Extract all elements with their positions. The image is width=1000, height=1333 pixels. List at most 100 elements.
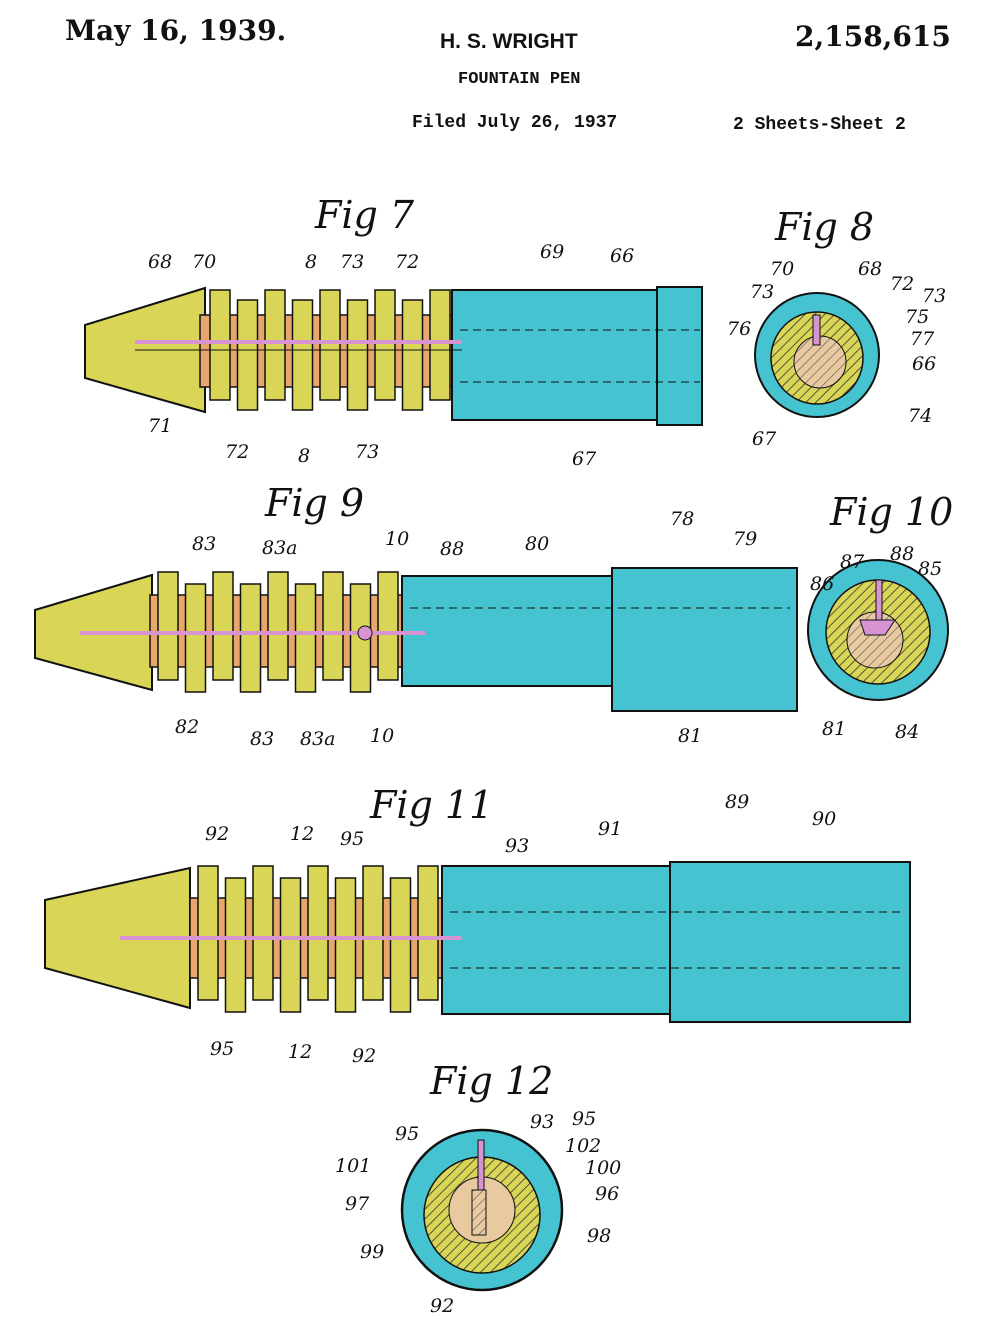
- comb-fin: [319, 289, 341, 401]
- reference-numeral: 66: [912, 353, 936, 375]
- figure-9: Fig 9 83 83a 10 88 80 78 79 82 83 83a 10…: [34, 481, 798, 750]
- reference-numeral: 82: [175, 716, 199, 738]
- reference-numeral: 83a: [262, 537, 298, 559]
- barrel: [451, 289, 658, 421]
- figure-9-title: Fig 9: [264, 481, 364, 525]
- figure-10-title: Fig 10: [829, 490, 953, 534]
- reference-numeral: 93: [505, 835, 529, 857]
- reference-numeral: 86: [810, 573, 834, 595]
- comb-fin: [209, 289, 231, 401]
- comb-fin: [239, 583, 262, 693]
- reference-numeral: 102: [565, 1135, 601, 1157]
- reference-numeral: 95: [572, 1108, 596, 1130]
- reference-numeral: 89: [725, 791, 749, 813]
- comb-fin: [374, 289, 396, 401]
- reference-numeral: 69: [540, 241, 564, 263]
- reference-numeral: 81: [822, 718, 846, 740]
- reference-numeral: 67: [752, 428, 777, 450]
- barrel-cap: [656, 286, 703, 426]
- patent-number: 2,158,615: [795, 20, 951, 53]
- comb-fin: [224, 877, 247, 1013]
- comb-fin: [389, 877, 412, 1013]
- reference-numeral: 68: [858, 258, 882, 280]
- fins: [157, 571, 399, 693]
- figure-7: Fig 7 68 70 8 73 72 69 66 71 72 8 73 67: [84, 193, 703, 470]
- comb-fin: [252, 865, 274, 1001]
- issue-date: May 16, 1939.: [65, 14, 287, 47]
- reference-numeral: 93: [530, 1111, 554, 1133]
- reference-numeral: 90: [812, 808, 836, 830]
- reference-numeral: 83: [250, 728, 274, 750]
- comb-fin: [197, 865, 219, 1001]
- comb-fin: [212, 571, 234, 681]
- barrel-cap: [669, 861, 911, 1023]
- inventor-name: H. S. WRIGHT: [440, 30, 578, 53]
- barrel: [401, 575, 615, 687]
- reference-numeral: 76: [727, 318, 751, 340]
- figure-10: Fig 10 86 87 88 85 81 84: [807, 490, 953, 743]
- reference-numeral: 73: [340, 251, 364, 273]
- reference-numeral: 75: [905, 306, 929, 328]
- comb-fin: [377, 571, 399, 681]
- figure-12: Fig 12 93 95 95 102 101 100 97 96 99 98 …: [335, 1059, 621, 1317]
- figure-8: Fig 8 70 68 72 73 73 75 76 77 66 74 67: [727, 205, 946, 450]
- reference-numeral: 79: [733, 528, 757, 550]
- reference-numeral: 66: [610, 245, 634, 267]
- comb-fin: [294, 583, 317, 693]
- reference-numeral: 99: [360, 1241, 384, 1263]
- figure-8-title: Fig 8: [774, 205, 874, 249]
- reference-numeral: 73: [922, 285, 946, 307]
- reference-numeral: 71: [148, 415, 172, 437]
- reference-numeral: 12: [290, 823, 314, 845]
- barrel: [441, 865, 673, 1015]
- comb-fin: [279, 877, 302, 1013]
- figure-11-title: Fig 11: [369, 783, 493, 827]
- reference-numeral: 87: [840, 551, 865, 573]
- reference-numeral: 96: [595, 1183, 619, 1205]
- reference-numeral: 101: [335, 1155, 371, 1177]
- comb-fin: [267, 571, 289, 681]
- reference-numeral: 67: [572, 448, 597, 470]
- figure-12-title: Fig 12: [429, 1059, 553, 1103]
- reference-numeral: 80: [525, 533, 549, 555]
- comb-fin: [307, 865, 329, 1001]
- figure-11: Fig 11 92 12 95 93 91 89 90 95 12 92: [44, 783, 911, 1067]
- reference-numeral: 83a: [300, 728, 336, 750]
- reference-numeral: 92: [430, 1295, 454, 1317]
- reference-numeral: 70: [192, 251, 216, 273]
- reference-numeral: 73: [355, 441, 379, 463]
- reference-numeral: 74: [908, 405, 932, 427]
- comb-fin: [334, 877, 357, 1013]
- reference-numeral: 95: [340, 828, 364, 850]
- reference-numeral: 10: [370, 725, 394, 747]
- reference-numeral: 97: [345, 1193, 370, 1215]
- figure-7-title: Fig 7: [314, 193, 415, 237]
- reference-numeral: 73: [750, 281, 774, 303]
- reference-numeral: 88: [890, 543, 914, 565]
- comb-fin: [157, 571, 179, 681]
- fins: [197, 865, 439, 1013]
- comb-fin: [417, 865, 439, 1001]
- reference-numeral: 8: [298, 445, 310, 467]
- reference-numeral: 95: [395, 1123, 419, 1145]
- reference-numeral: 10: [385, 528, 409, 550]
- reference-numeral: 92: [205, 823, 229, 845]
- reference-numeral: 70: [770, 258, 794, 280]
- comb-fin: [362, 865, 384, 1001]
- comb-fin: [401, 299, 424, 411]
- reference-numeral: 83: [192, 533, 216, 555]
- comb-fin: [264, 289, 286, 401]
- reference-numeral: 88: [440, 538, 464, 560]
- reference-numeral: 12: [288, 1041, 312, 1063]
- comb-fin: [184, 583, 207, 693]
- comb-fin: [236, 299, 259, 411]
- reference-numeral: 100: [585, 1157, 621, 1179]
- reference-numeral: 92: [352, 1045, 376, 1067]
- comb-fin: [346, 299, 369, 411]
- reference-numeral: 77: [910, 328, 935, 350]
- reference-numeral: 98: [587, 1225, 611, 1247]
- comb-fin: [291, 299, 314, 411]
- sheet-count: 2 Sheets-Sheet 2: [733, 115, 906, 135]
- reference-numeral: 95: [210, 1038, 234, 1060]
